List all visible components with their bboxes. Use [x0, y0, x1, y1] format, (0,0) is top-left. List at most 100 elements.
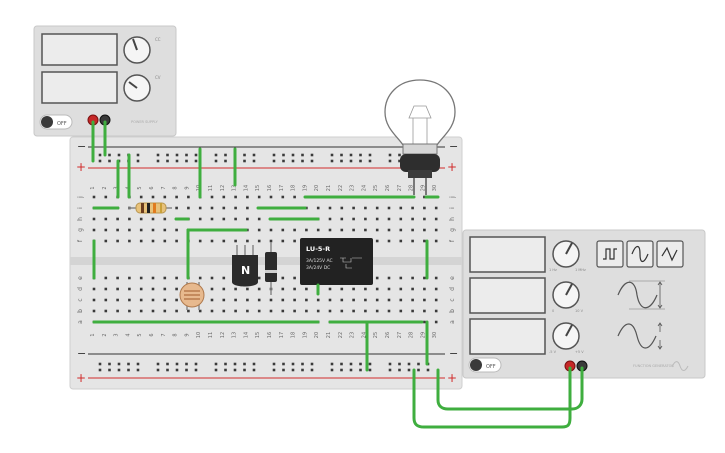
terminal-hole[interactable]	[364, 228, 367, 232]
rail-hole[interactable]	[156, 362, 160, 366]
rail-hole[interactable]	[108, 159, 111, 163]
rail-hole[interactable]	[127, 368, 130, 372]
terminal-hole[interactable]	[316, 309, 320, 313]
terminal-hole[interactable]	[139, 309, 143, 313]
rail-hole[interactable]	[243, 153, 246, 157]
terminal-hole[interactable]	[128, 239, 131, 243]
terminal-hole[interactable]	[92, 195, 96, 199]
terminal-hole[interactable]	[375, 206, 379, 210]
terminal-hole[interactable]	[175, 195, 178, 199]
rail-hole[interactable]	[291, 368, 295, 372]
rail-hole[interactable]	[214, 368, 218, 372]
terminal-hole[interactable]	[293, 276, 296, 280]
terminal-hole[interactable]	[328, 309, 332, 313]
rail-hole[interactable]	[194, 368, 198, 372]
terminal-hole[interactable]	[175, 287, 178, 291]
rail-hole[interactable]	[156, 153, 160, 157]
terminal-hole[interactable]	[222, 217, 226, 221]
rail-hole[interactable]	[166, 159, 169, 163]
rail-hole[interactable]	[310, 159, 314, 163]
terminal-hole[interactable]	[352, 287, 355, 291]
rail-hole[interactable]	[194, 159, 198, 163]
rail-hole[interactable]	[301, 368, 304, 372]
rail-hole[interactable]	[136, 153, 140, 157]
terminal-hole[interactable]	[375, 276, 379, 280]
rail-hole[interactable]	[136, 159, 140, 163]
rail-hole[interactable]	[117, 362, 121, 366]
terminal-hole[interactable]	[116, 228, 119, 232]
rail-hole[interactable]	[156, 159, 160, 163]
rail-hole[interactable]	[301, 362, 304, 366]
relay[interactable]: LU-5-R 3A/125V AC 3A/24V DC	[300, 238, 373, 285]
terminal-hole[interactable]	[222, 276, 226, 280]
rail-hole[interactable]	[272, 159, 276, 163]
terminal-hole[interactable]	[328, 228, 332, 232]
terminal-hole[interactable]	[281, 276, 285, 280]
terminal-hole[interactable]	[399, 228, 403, 232]
terminal-hole[interactable]	[281, 298, 285, 302]
terminal-hole[interactable]	[139, 287, 143, 291]
terminal-hole[interactable]	[92, 298, 96, 302]
jumper-wire[interactable]	[436, 366, 584, 411]
rail-hole[interactable]	[243, 368, 246, 372]
terminal-hole[interactable]	[163, 195, 167, 199]
terminal-hole[interactable]	[198, 217, 202, 221]
terminal-hole[interactable]	[139, 228, 143, 232]
rail-hole[interactable]	[136, 362, 140, 366]
rail-hole[interactable]	[98, 153, 102, 157]
terminal-hole[interactable]	[434, 298, 438, 302]
terminal-hole[interactable]	[234, 287, 237, 291]
current-knob[interactable]	[123, 74, 151, 102]
rail-hole[interactable]	[417, 368, 420, 372]
terminal-hole[interactable]	[104, 239, 108, 243]
terminal-hole[interactable]	[340, 287, 344, 291]
terminal-hole[interactable]	[423, 298, 426, 302]
terminal-hole[interactable]	[198, 206, 202, 210]
square-wave-button[interactable]	[596, 240, 624, 268]
terminal-hole[interactable]	[293, 239, 296, 243]
rail-hole[interactable]	[243, 362, 246, 366]
terminal-hole[interactable]	[316, 298, 320, 302]
terminal-hole[interactable]	[151, 228, 155, 232]
terminal-hole[interactable]	[246, 239, 249, 243]
terminal-hole[interactable]	[128, 298, 131, 302]
terminal-hole[interactable]	[246, 309, 249, 313]
terminal-hole[interactable]	[305, 287, 308, 291]
terminal-hole[interactable]	[387, 287, 391, 291]
rail-hole[interactable]	[330, 153, 334, 157]
terminal-hole[interactable]	[198, 239, 202, 243]
rail-hole[interactable]	[166, 362, 169, 366]
terminal-hole[interactable]	[411, 206, 414, 210]
terminal-hole[interactable]	[210, 206, 214, 210]
terminal-hole[interactable]	[234, 298, 237, 302]
terminal-hole[interactable]	[352, 228, 355, 232]
terminal-hole[interactable]	[375, 239, 379, 243]
rail-hole[interactable]	[359, 159, 362, 163]
terminal-hole[interactable]	[257, 217, 261, 221]
terminal-hole[interactable]	[281, 239, 285, 243]
rail-hole[interactable]	[108, 362, 111, 366]
terminal-hole[interactable]	[399, 276, 403, 280]
terminal-hole[interactable]	[423, 239, 426, 243]
rail-hole[interactable]	[282, 368, 285, 372]
rail-hole[interactable]	[108, 153, 111, 157]
terminal-hole[interactable]	[399, 239, 403, 243]
terminal-hole[interactable]	[269, 195, 273, 199]
rail-hole[interactable]	[175, 153, 179, 157]
rail-hole[interactable]	[368, 362, 372, 366]
terminal-hole[interactable]	[163, 298, 167, 302]
terminal-hole[interactable]	[293, 287, 296, 291]
terminal-hole[interactable]	[210, 217, 214, 221]
terminal-hole[interactable]	[104, 195, 108, 199]
rail-hole[interactable]	[340, 153, 343, 157]
rail-hole[interactable]	[301, 153, 304, 157]
diode[interactable]	[265, 242, 277, 295]
terminal-hole[interactable]	[399, 217, 403, 221]
rail-hole[interactable]	[224, 362, 227, 366]
terminal-hole[interactable]	[257, 287, 261, 291]
rail-hole[interactable]	[175, 159, 179, 163]
terminal-hole[interactable]	[423, 206, 426, 210]
terminal-hole[interactable]	[210, 276, 214, 280]
terminal-hole[interactable]	[434, 276, 438, 280]
terminal-hole[interactable]	[246, 206, 249, 210]
